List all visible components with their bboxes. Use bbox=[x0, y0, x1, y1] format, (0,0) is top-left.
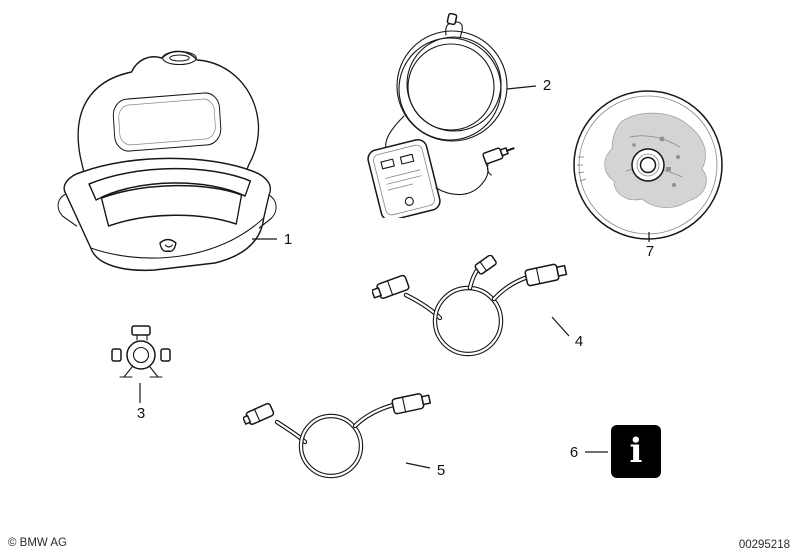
cable-connector-right bbox=[391, 393, 432, 415]
part-7-cd-drawing bbox=[570, 87, 726, 248]
cd-disc bbox=[573, 90, 723, 240]
cable-loop bbox=[274, 402, 396, 479]
case-body bbox=[57, 157, 277, 272]
callout-5[interactable]: 5 bbox=[436, 462, 446, 479]
info-pictogram: i bbox=[611, 425, 661, 478]
case-illustration bbox=[57, 50, 277, 272]
callout-6[interactable]: 6 bbox=[569, 444, 579, 461]
callout-3[interactable]: 3 bbox=[136, 405, 146, 422]
copyright-text: © BMW AG bbox=[8, 537, 67, 549]
info-icon: i bbox=[629, 430, 643, 471]
callout-1[interactable]: 1 bbox=[283, 231, 293, 248]
cd-hub bbox=[631, 148, 665, 182]
part-1-case-drawing bbox=[50, 42, 285, 297]
cable-connector-left bbox=[371, 274, 410, 299]
cable-4-illustration bbox=[371, 254, 568, 357]
cd-illustration bbox=[573, 90, 723, 240]
cable-connector-mid bbox=[474, 254, 497, 275]
part-4-cable-drawing bbox=[371, 254, 577, 365]
callout-4[interactable]: 4 bbox=[574, 333, 584, 350]
cable-connector-left bbox=[242, 402, 275, 425]
part-3-clip-drawing bbox=[110, 324, 172, 387]
cable-5-illustration bbox=[242, 393, 432, 479]
adapter-illustration bbox=[367, 12, 515, 222]
cable-connector-right bbox=[524, 263, 568, 287]
part-5-cable-drawing bbox=[242, 392, 443, 492]
callout-2[interactable]: 2 bbox=[542, 77, 552, 94]
clip-shape bbox=[111, 325, 171, 378]
adapter-body bbox=[367, 138, 441, 222]
callout-7[interactable]: 7 bbox=[645, 243, 655, 260]
part-2-adapter-drawing bbox=[348, 12, 560, 223]
right-angle-plug bbox=[435, 147, 515, 196]
cd-print-ticks bbox=[577, 156, 587, 182]
coiled-cable bbox=[385, 12, 508, 151]
cable-loop bbox=[403, 261, 531, 357]
image-number: 00295218 bbox=[738, 539, 790, 551]
clip-illustration bbox=[111, 325, 171, 378]
